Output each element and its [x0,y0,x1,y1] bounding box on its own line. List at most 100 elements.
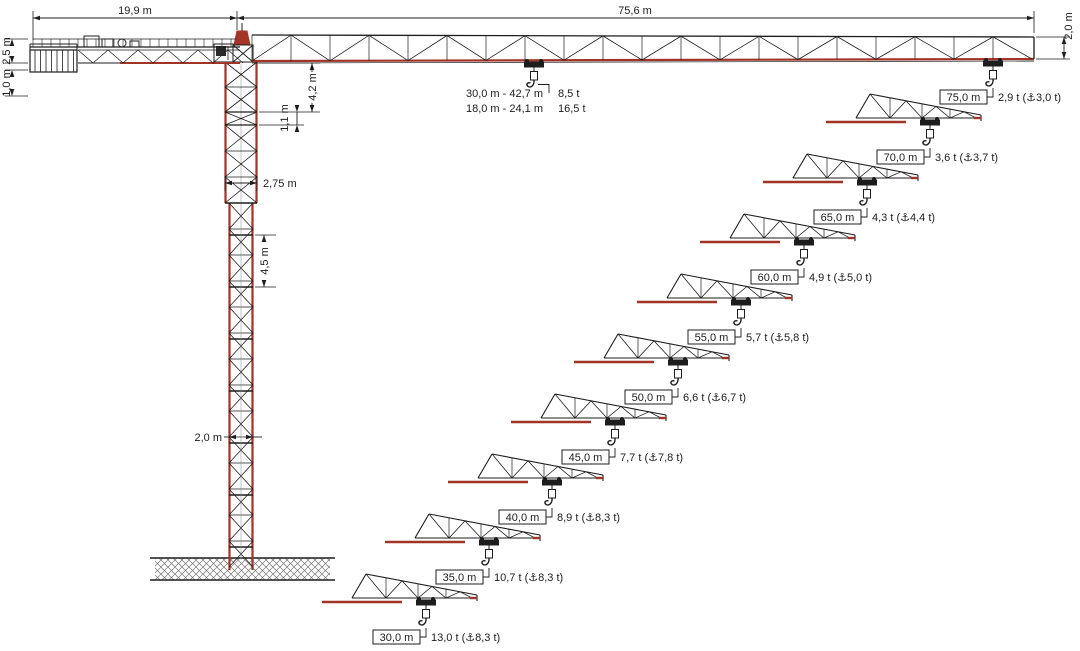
trolley [857,179,877,186]
counter-jib [29,35,244,73]
radius-box [435,569,484,585]
trolley [479,539,499,546]
trolley [605,419,625,426]
dim-collar-height: 1,1 m [279,104,291,132]
hook-icon [985,78,994,87]
trolley [920,119,940,126]
radius-label: 75,0 m [947,92,981,104]
dimension-labels: 19,9 m 75,6 m 2,0 m 2,5 m 1,0 m 4,2 m 1,… [1,5,1075,444]
capacity-label: 6,6 t (⚓6,7 t) [683,392,746,404]
capacity-label: 13,0 t (⚓8,3 t) [431,632,500,644]
radius-box [561,449,610,465]
radius-label: 35,0 m [443,572,477,584]
radius-label: 40,0 m [506,512,540,524]
dim-jib-length: 75,6 m [618,5,652,17]
radius-box [939,89,988,105]
hook-icon [733,317,742,326]
hook-icon [607,437,616,446]
jib-tip-glyph [574,333,730,386]
ground-foundation [150,557,335,581]
main-jib [251,34,1035,64]
hoist-machinery [83,35,140,48]
capacity-label: 8,9 t (⚓8,3 t) [557,512,620,524]
hook-icon [526,79,535,88]
dim-counter-jib-depth: 2,5 m [1,37,13,65]
dim-tower-head-height: 4,2 m [307,73,319,101]
jib-tip-glyph [385,513,541,566]
trolley [731,299,751,306]
radius-label: 45,0 m [569,452,603,464]
hook-block [737,309,745,319]
radius-label: 70,0 m [884,152,918,164]
trolley-range-2: 18,0 m - 24,1 m [466,103,543,115]
trolley-capacity-2: 16,5 t [558,103,586,115]
hook-block [800,249,808,259]
counterweight-ballast [29,43,78,73]
hook-block [548,489,556,499]
radius-box [813,209,862,225]
hook-icon [481,557,490,566]
jib-tip-glyph [511,393,667,446]
trolley-capacity-1: 8,5 t [558,88,579,100]
radius-box [687,329,736,345]
dim-tower-section-height: 4,5 m [259,247,271,275]
jib-tip-glyph [763,153,919,206]
trolley [794,239,814,246]
radius-label: 60,0 m [758,272,792,284]
hook-block [674,369,682,379]
capacity-label: 7,7 t (⚓7,8 t) [620,452,683,464]
hook-block [422,609,430,619]
hook-block [863,189,871,199]
dim-counter-jib-length: 19,9 m [118,5,152,17]
radius-label: 30,0 m [380,632,414,644]
hook-block [926,129,934,139]
crane-structure [5,11,1070,581]
dimension-lines [5,11,1070,440]
dim-tower-width: 2,0 m [194,432,222,444]
load-chart: 75,0 m 2,9 t (⚓3,0 t) 70,0 m 3,6 t (⚓3,7 t)… [322,58,1061,645]
cab-window [216,46,226,56]
hook-icon [418,617,427,626]
trolley [524,61,544,68]
radius-box [624,389,673,405]
trolley-hook-glyph [524,59,544,88]
trolley [542,479,562,486]
dim-counter-jib-underside: 1,0 m [1,69,13,97]
hook-icon [922,137,931,146]
capacity-label: 10,7 t (⚓8,3 t) [494,572,563,584]
hook-block [530,71,538,81]
radius-box [750,269,799,285]
dim-tower-top-width: 2,75 m [263,178,297,190]
capacity-label: 4,3 t (⚓4,4 t) [872,212,935,224]
radius-label: 65,0 m [821,212,855,224]
jib-tip-glyph [826,93,982,146]
tower-apex [233,30,251,46]
radius-label: 55,0 m [695,332,729,344]
capacity-label: 2,9 t (⚓3,0 t) [998,92,1061,104]
radius-box [498,509,547,525]
capacity-label: 4,9 t (⚓5,0 t) [809,272,872,284]
radius-box [372,629,421,645]
trolley-hook-glyph [983,58,1003,87]
jib-tip-glyph [700,213,856,266]
hook-block [611,429,619,439]
hook-icon [859,197,868,206]
dim-jib-tip-height: 2,0 m [1063,12,1075,40]
hook-block [989,70,997,80]
capacity-label: 3,6 t (⚓3,7 t) [935,152,998,164]
trolley [668,359,688,366]
hook-block [485,549,493,559]
hook-icon [796,257,805,266]
hook-icon [670,377,679,386]
trolley [416,599,436,606]
mid-capacity-note: 30,0 m - 42,7 m 8,5 t 18,0 m - 24,1 m 16… [466,88,586,115]
radius-label: 50,0 m [632,392,666,404]
hook-icon [544,497,553,506]
jib-tip-glyph [322,573,478,626]
trolley [983,60,1003,67]
trolley-range-1: 30,0 m - 42,7 m [466,88,543,100]
tower-mast [224,23,258,570]
capacity-label: 5,7 t (⚓5,8 t) [746,332,809,344]
